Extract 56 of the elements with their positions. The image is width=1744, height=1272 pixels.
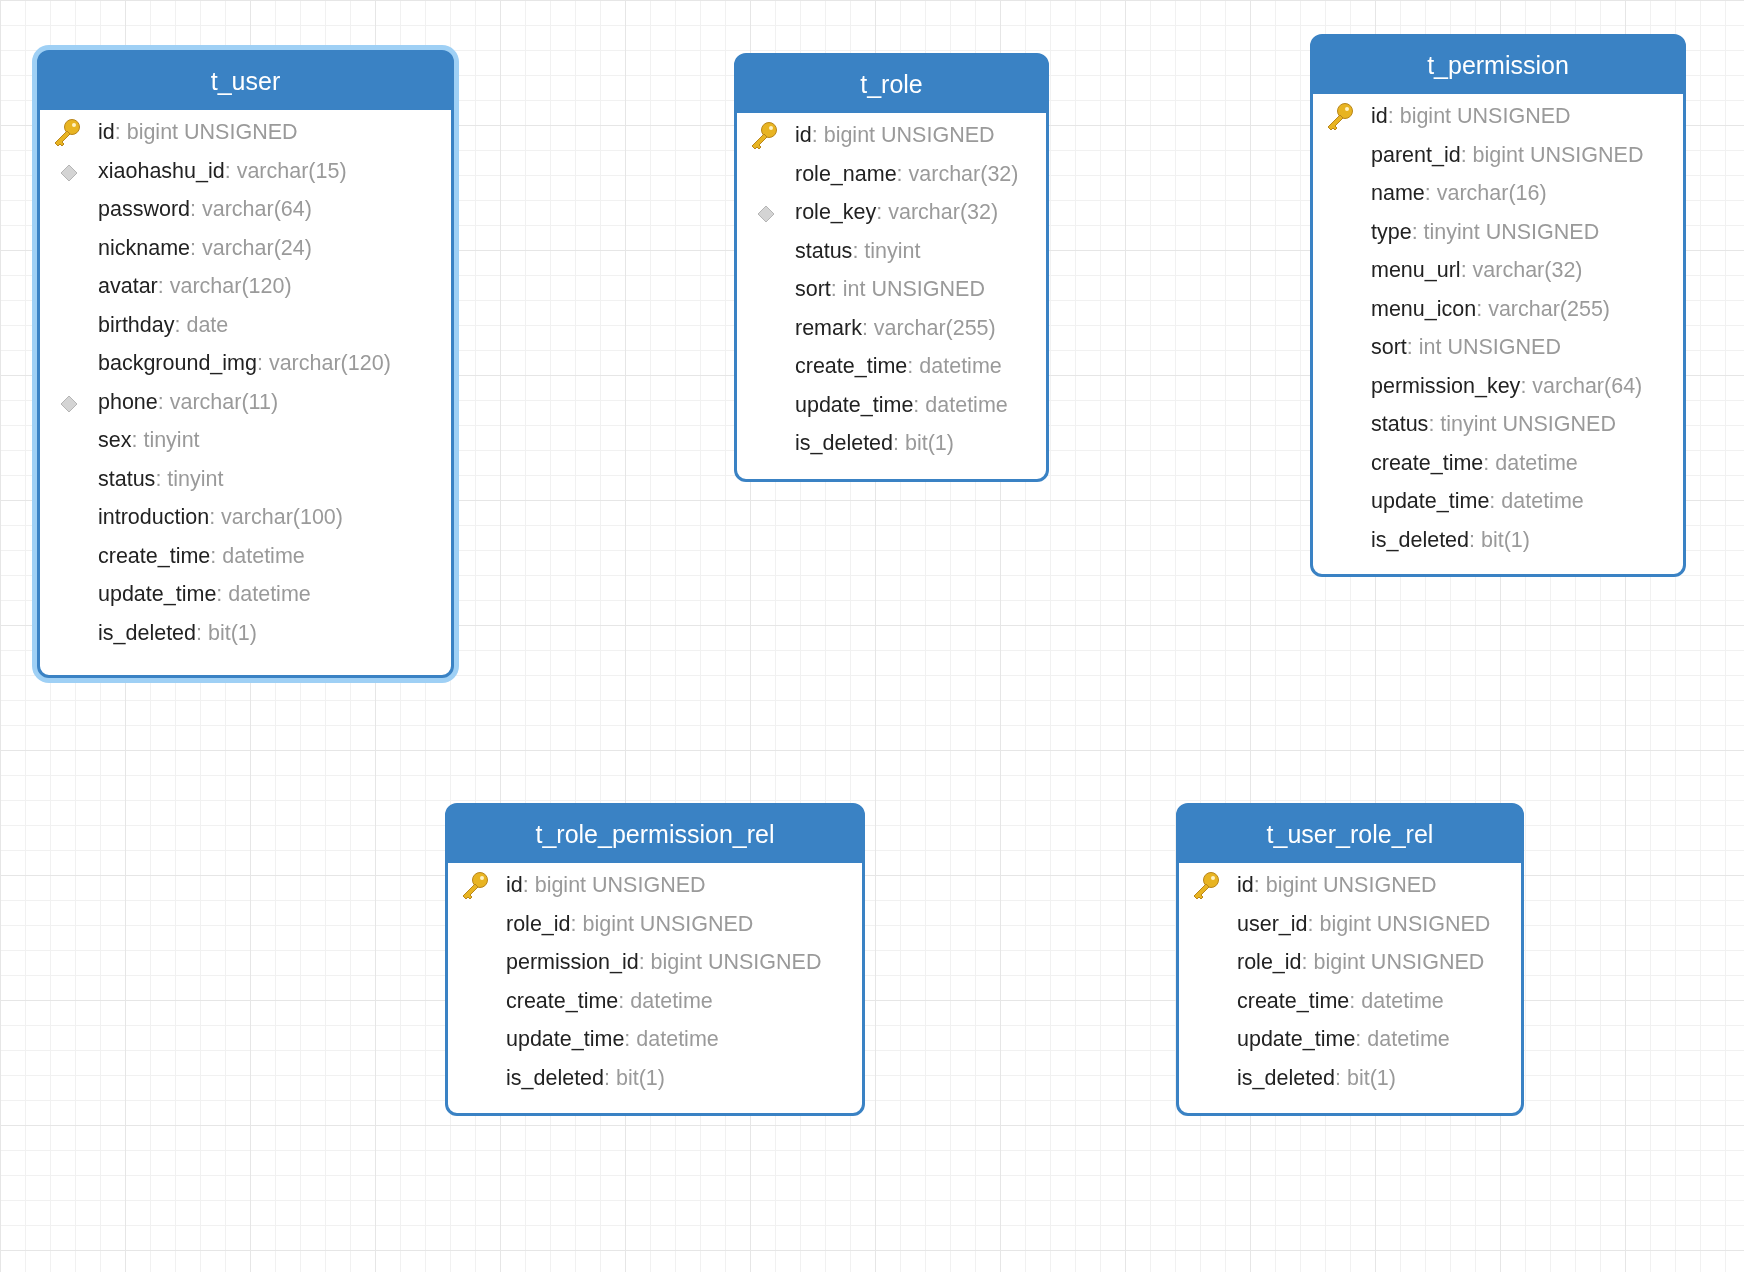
column-definition: remark: varchar(255)	[795, 314, 996, 342]
column-definition: status: tinyint	[98, 465, 224, 493]
column-definition: avatar: varchar(120)	[98, 273, 292, 300]
column-definition: create_time: datetime	[795, 353, 1002, 380]
column-definition: password: varchar(64)	[98, 196, 312, 223]
column-definition: update_time: datetime	[1371, 488, 1584, 515]
column-definition: id: bigint UNSIGNED	[506, 872, 706, 899]
table-name: t_user	[210, 66, 281, 96]
column-definition: permission_key: varchar(64)	[1371, 372, 1643, 400]
column-definition: role_id: bigint UNSIGNED	[1237, 949, 1485, 976]
column-definition: birthday: date	[98, 311, 229, 339]
column-definition: sex: tinyint	[98, 427, 200, 454]
column-definition: is_deleted: bit(1)	[1237, 1064, 1396, 1092]
column-definition: background_img: varchar(120)	[98, 350, 391, 377]
table-name: t_permission	[1427, 50, 1569, 80]
column-definition: id: bigint UNSIGNED	[98, 119, 298, 146]
column-definition: id: bigint UNSIGNED	[795, 122, 995, 149]
column-definition: role_name: varchar(32)	[795, 160, 1019, 188]
column-definition: update_time: datetime	[98, 581, 311, 608]
column-definition: name: varchar(16)	[1371, 180, 1547, 207]
column-definition: status: tinyint	[795, 237, 921, 265]
table-card	[445, 803, 865, 1116]
column-definition: role_key: varchar(32)	[795, 199, 999, 226]
column-definition: create_time: datetime	[98, 542, 305, 570]
column-definition: role_id: bigint UNSIGNED	[506, 910, 754, 938]
column-definition: create_time: datetime	[1371, 449, 1578, 477]
table-card	[1176, 803, 1524, 1116]
column-definition: menu_icon: varchar(255)	[1371, 295, 1611, 323]
column-definition: nickname: varchar(24)	[98, 234, 312, 262]
column-definition: is_deleted: bit(1)	[795, 430, 954, 457]
column-definition: is_deleted: bit(1)	[1371, 526, 1530, 554]
table-name: t_role	[860, 69, 923, 99]
table-card	[1310, 34, 1686, 577]
table-name: t_user_role_rel	[1266, 819, 1434, 849]
column-definition: status: tinyint UNSIGNED	[1371, 411, 1616, 438]
column-definition: create_time: datetime	[1237, 987, 1444, 1015]
column-definition: update_time: datetime	[795, 391, 1008, 419]
column-definition: update_time: datetime	[1237, 1026, 1450, 1053]
column-definition: menu_url: varchar(32)	[1371, 257, 1583, 284]
column-definition: sort: int UNSIGNED	[1371, 334, 1561, 361]
column-definition: type: tinyint UNSIGNED	[1371, 218, 1600, 246]
column-definition: parent_id: bigint UNSIGNED	[1371, 141, 1644, 169]
column-definition: introduction: varchar(100)	[98, 504, 343, 531]
column-definition: id: bigint UNSIGNED	[1237, 872, 1437, 899]
table-name: t_role_permission_rel	[535, 819, 775, 849]
column-definition: xiaohashu_id: varchar(15)	[98, 157, 347, 185]
column-definition: is_deleted: bit(1)	[506, 1064, 665, 1092]
column-definition: is_deleted: bit(1)	[98, 619, 257, 647]
column-definition: permission_id: bigint UNSIGNED	[506, 949, 822, 976]
column-definition: user_id: bigint UNSIGNED	[1237, 910, 1491, 938]
column-definition: id: bigint UNSIGNED	[1371, 103, 1571, 130]
column-definition: phone: varchar(11)	[98, 388, 279, 416]
column-definition: sort: int UNSIGNED	[795, 276, 985, 303]
table-card	[734, 53, 1049, 482]
column-definition: update_time: datetime	[506, 1026, 719, 1053]
column-definition: create_time: datetime	[506, 987, 713, 1015]
